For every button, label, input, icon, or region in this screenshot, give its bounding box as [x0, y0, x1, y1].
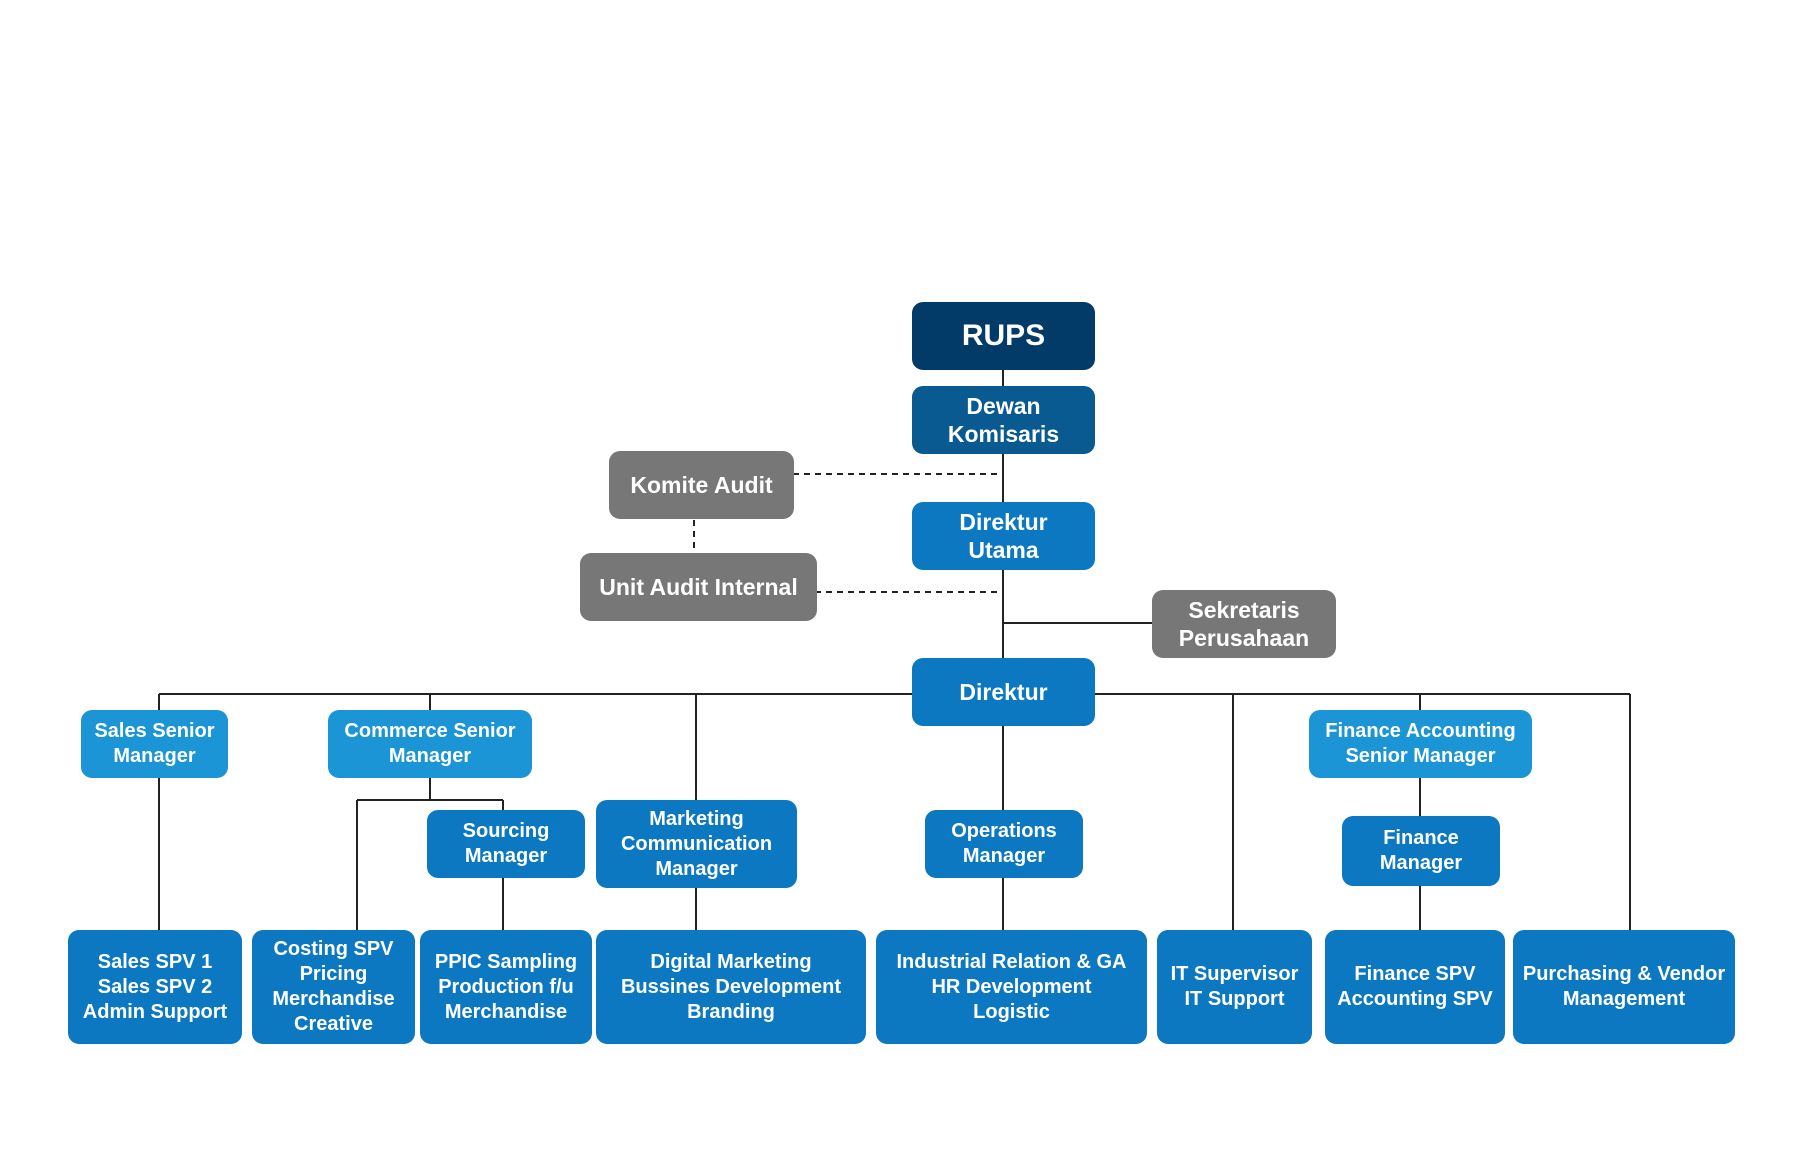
node-label: Manager: [1379, 852, 1463, 874]
node-label: Commerce Senior: [344, 720, 516, 742]
node-label: Direktur: [959, 509, 1048, 535]
node-label: Merchandise: [444, 1000, 568, 1023]
node-label: Unit Audit Internal: [599, 574, 798, 600]
node-label: Dewan: [966, 393, 1041, 419]
node-sales-senior-manager: Sales Senior Manager: [81, 710, 228, 778]
node-sourcing-manager: Sourcing Manager: [427, 810, 585, 878]
node-operations-manager: Operations Manager: [925, 810, 1083, 878]
node-label: Manager: [962, 845, 1046, 867]
node-label: Costing SPV: [273, 938, 394, 960]
node-label: Industrial Relation & GA: [896, 950, 1127, 973]
node-label: Finance: [1383, 827, 1459, 849]
node-label: Operations: [951, 820, 1057, 842]
node-label: Sales SPV 1: [97, 950, 213, 973]
node-industrial-relation: Industrial Relation & GA HR Development …: [876, 930, 1147, 1044]
node-label: Komisaris: [947, 421, 1060, 447]
node-purchasing-vendor: Purchasing & Vendor Management: [1513, 930, 1735, 1044]
node-digital-marketing: Digital Marketing Bussines Development B…: [596, 930, 866, 1044]
node-sales-spv: Sales SPV 1 Sales SPV 2 Admin Support: [68, 930, 242, 1044]
node-label: Senior Manager: [1345, 745, 1496, 767]
node-label: Admin Support: [82, 1000, 228, 1023]
node-label: Finance SPV: [1354, 963, 1476, 985]
node-direktur: Direktur: [912, 658, 1095, 726]
node-label: Production f/u: [438, 975, 574, 998]
node-label: Direktur: [959, 679, 1048, 705]
node-label: Management: [1562, 988, 1686, 1010]
node-label: Logistic: [973, 1000, 1050, 1023]
node-costing-spv: Costing SPV Pricing Merchandise Creative: [252, 930, 415, 1044]
node-label: RUPS: [961, 319, 1046, 352]
node-label: Accounting SPV: [1337, 988, 1493, 1010]
node-label: Marketing: [649, 807, 744, 830]
node-label: IT Supervisor: [1170, 963, 1299, 985]
node-finance-accounting-senior-manager: Finance Accounting Senior Manager: [1309, 710, 1532, 778]
node-label: Bussines Development: [620, 975, 842, 998]
node-label: IT Support: [1184, 988, 1285, 1010]
node-label: Sourcing: [462, 820, 550, 842]
node-label: Branding: [687, 1000, 775, 1023]
node-komite-audit: Komite Audit: [609, 451, 794, 519]
node-label: Pricing: [299, 963, 368, 985]
node-label: Manager: [464, 845, 548, 867]
node-finance-manager: Finance Manager: [1342, 816, 1500, 886]
node-commerce-senior-manager: Commerce Senior Manager: [328, 710, 532, 778]
node-label: Manager: [655, 857, 738, 880]
node-label: Utama: [968, 537, 1039, 563]
node-rups: RUPS: [912, 302, 1095, 370]
node-unit-audit-internal: Unit Audit Internal: [580, 553, 817, 621]
node-label: Sales SPV 2: [97, 975, 213, 998]
node-ppic-sampling: PPIC Sampling Production f/u Merchandise: [420, 930, 592, 1044]
node-label: Digital Marketing: [650, 950, 812, 973]
node-label: HR Development: [931, 975, 1092, 998]
node-label: Purchasing & Vendor: [1522, 963, 1726, 985]
node-label: Manager: [388, 745, 472, 767]
node-label: Communication: [620, 832, 773, 855]
node-sekretaris-perusahaan: Sekretaris Perusahaan: [1152, 590, 1336, 658]
node-label: PPIC Sampling: [434, 950, 578, 973]
node-finance-spv: Finance SPV Accounting SPV: [1325, 930, 1505, 1044]
node-label: Finance Accounting: [1325, 720, 1516, 742]
node-label: Manager: [113, 745, 196, 767]
node-label: Merchandise: [272, 988, 395, 1010]
node-marketing-communication-manager: Marketing Communication Manager: [596, 800, 797, 888]
node-label: Sales Senior: [94, 720, 215, 742]
node-label: Perusahaan: [1178, 625, 1310, 651]
node-label: Komite Audit: [630, 472, 773, 498]
node-label: Sekretaris: [1188, 597, 1300, 623]
node-label: Creative: [294, 1013, 373, 1035]
node-it-supervisor: IT Supervisor IT Support: [1157, 930, 1312, 1044]
node-direktur-utama: Direktur Utama: [912, 502, 1095, 570]
node-dewan-komisaris: Dewan Komisaris: [912, 386, 1095, 454]
